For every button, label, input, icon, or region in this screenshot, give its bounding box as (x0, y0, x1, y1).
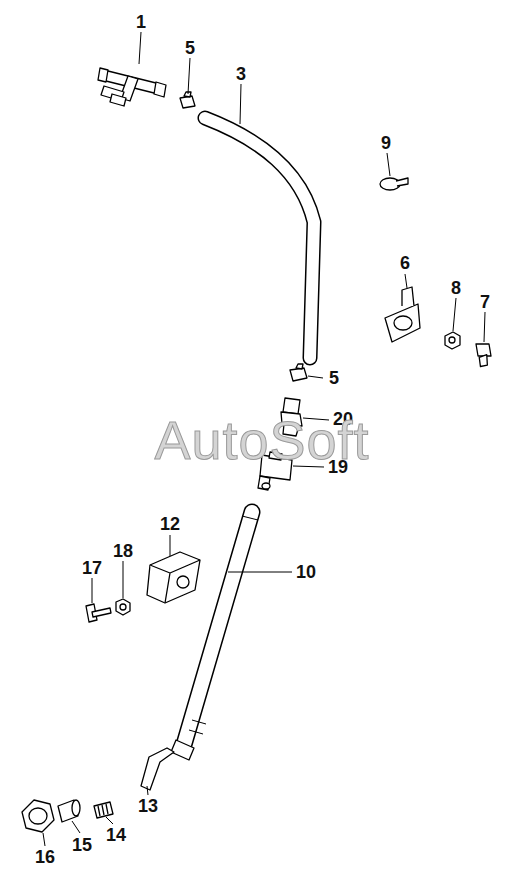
leader-lines (387, 153, 390, 176)
callout-number: 14 (106, 826, 126, 844)
nut (116, 599, 130, 615)
union-nut (22, 800, 54, 832)
callout-number: 17 (82, 559, 102, 577)
elbow-fitting (171, 740, 194, 760)
mounting-block (147, 552, 200, 603)
callout-number: 13 (138, 797, 158, 815)
leader-lines (240, 84, 241, 124)
bolt (86, 604, 111, 622)
callout-number: 18 (113, 542, 133, 560)
callout-number: 15 (72, 836, 92, 854)
leader-lines (188, 58, 190, 94)
nut (445, 332, 460, 349)
bolt (476, 344, 491, 356)
hose-fitting (283, 398, 300, 414)
hose (205, 118, 314, 358)
tube (183, 512, 252, 748)
tee-fitting (98, 68, 108, 82)
hose-clamp (184, 92, 191, 97)
leader-lines (484, 312, 485, 342)
leader-lines (308, 376, 323, 378)
parts-illustration (22, 68, 491, 832)
leader-lines (453, 298, 456, 331)
elbow-fitting (141, 740, 194, 790)
callout-number: 10 (296, 563, 316, 581)
mounting-block (147, 552, 200, 603)
leader-lines (43, 32, 485, 846)
mounting-block (177, 576, 189, 588)
leader-lines (92, 578, 93, 603)
nut (449, 337, 455, 343)
callout-number: 1 (136, 13, 146, 31)
callout-number: 9 (381, 134, 391, 152)
leader-lines (106, 817, 113, 824)
leader-lines (123, 561, 124, 598)
hose-clamp (180, 96, 195, 108)
leader-lines (170, 535, 171, 556)
bracket (394, 316, 412, 330)
nut (116, 599, 130, 615)
bolt (476, 344, 491, 367)
bolt (477, 355, 490, 368)
tee-fitting (110, 94, 126, 106)
mounting-block (150, 560, 200, 603)
callout-number: 5 (185, 39, 195, 57)
valve (258, 476, 270, 490)
callout-number: 16 (35, 848, 55, 866)
nut (445, 332, 460, 349)
bracket (385, 287, 420, 342)
tee-fitting (154, 82, 166, 97)
callout-number: 6 (400, 254, 410, 272)
filter-insert (94, 802, 113, 818)
union-nut (22, 800, 54, 832)
union-nut (29, 808, 47, 824)
hose-clamp (180, 92, 307, 381)
spring-clip (380, 178, 408, 190)
spring-clip (396, 178, 408, 186)
leader-lines (72, 821, 80, 833)
filter-insert (98, 804, 108, 816)
callout-number: 12 (160, 515, 180, 533)
leader-lines (228, 572, 292, 573)
hose-clamp (290, 368, 307, 381)
nut (120, 604, 126, 610)
leader-lines (43, 833, 45, 846)
bracket (385, 304, 420, 342)
tube (183, 512, 252, 748)
elbow-fitting (141, 748, 174, 790)
leader-lines (147, 786, 148, 795)
bolt (92, 608, 111, 617)
callout-number: 7 (480, 293, 490, 311)
leader-lines (139, 32, 141, 64)
sleeve (72, 800, 80, 816)
tube (183, 512, 258, 748)
hose (205, 118, 314, 358)
callout-number: 19 (328, 458, 348, 476)
hose (205, 118, 314, 358)
leader-lines (405, 274, 407, 288)
callout-number: 3 (236, 65, 246, 83)
tube (189, 516, 258, 734)
bracket (402, 287, 414, 306)
callout-number: 5 (329, 369, 339, 387)
valve (262, 483, 270, 489)
tee-fitting (98, 68, 166, 106)
hose-clamp (296, 364, 303, 369)
callout-number: 8 (451, 279, 461, 297)
sleeve (58, 800, 80, 822)
filter-insert (94, 802, 113, 818)
